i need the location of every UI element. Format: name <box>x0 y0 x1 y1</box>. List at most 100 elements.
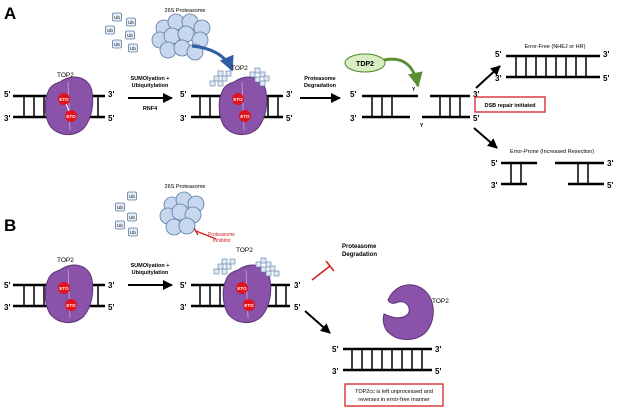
eto-drug <box>58 282 77 311</box>
dsb-repair-label: DSB repair initiated <box>484 103 535 109</box>
eto-label: ETO <box>237 286 247 291</box>
five-prime-label: 5' <box>607 181 613 190</box>
top2-protein <box>222 264 272 323</box>
ub-label: Ub <box>130 46 136 51</box>
five-prime-label: 5' <box>603 74 609 83</box>
three-prime-label: 3' <box>603 50 609 59</box>
ub-label: Ub <box>114 15 120 20</box>
five-prime-label: 5' <box>473 114 479 123</box>
five-prime-label: 5' <box>180 281 186 290</box>
three-prime-label: 3' <box>180 114 186 123</box>
error-prone-dna: 5' 3' 3' 5' <box>491 159 613 190</box>
eto-drug <box>236 282 255 311</box>
step-label: Proteasome <box>304 76 336 82</box>
panel-b-label: B <box>4 216 16 235</box>
ubiquitin-cluster: Ub Ub Ub Ub Ub <box>115 191 138 237</box>
three-prime-label: 3' <box>435 345 441 354</box>
top2-protein <box>218 76 268 135</box>
five-prime-label: 5' <box>350 90 356 99</box>
three-prime-label: 3' <box>294 281 300 290</box>
five-prime-label: 5' <box>286 114 292 123</box>
ub-label: Ub <box>129 194 135 199</box>
eto-label: ETO <box>240 114 250 119</box>
top2-label: TOP2 <box>231 65 248 72</box>
panel-b-dna-2: 5' 3' 3' 5' <box>180 281 300 312</box>
three-prime-label: 3' <box>473 90 479 99</box>
three-prime-label: 3' <box>495 74 501 83</box>
degradation-label: Proteasome <box>342 244 377 250</box>
error-prone-arrow <box>473 127 498 149</box>
inhibitor-label: Proteasome <box>208 232 235 238</box>
step-label: SUMOlyation + <box>131 76 170 82</box>
three-prime-label: 3' <box>286 90 292 99</box>
step-label: Ubiquitylation <box>132 270 169 276</box>
proteasome-recruit-arrow <box>191 44 234 72</box>
error-free-dna: 5' 3' 3' 5' <box>495 50 609 83</box>
top2-protein <box>44 76 94 135</box>
five-prime-label: 5' <box>180 90 186 99</box>
five-prime-label: 5' <box>435 367 441 376</box>
five-prime-label: 5' <box>108 114 114 123</box>
degradation-label: Degradation <box>342 252 377 258</box>
ub-label: Ub <box>129 215 135 220</box>
top2-protein <box>44 264 94 323</box>
proteasome-label: 26S Proteasome <box>165 184 206 190</box>
three-prime-label: 3' <box>491 181 497 190</box>
eto-label: ETO <box>244 303 254 308</box>
three-prime-label: 3' <box>4 114 10 123</box>
three-prime-label: 3' <box>350 114 356 123</box>
eto-label: ETO <box>59 97 69 102</box>
inhibitor-label: Inhibitor <box>213 238 231 244</box>
process-arrow <box>304 310 331 334</box>
ub-label: Ub <box>117 205 123 210</box>
tdp2-label: TDP2 <box>356 61 374 68</box>
eto-label: ETO <box>233 97 243 102</box>
five-prime-label: 5' <box>294 303 300 312</box>
ub-label: Ub <box>128 20 134 25</box>
step-label: SUMOlyation + <box>131 263 170 269</box>
five-prime-label: 5' <box>495 50 501 59</box>
panel-a-dna-broken: 5' 3' 3' 5' Y Y <box>350 87 479 129</box>
top2-label: TOP2 <box>57 72 74 79</box>
blocked-degradation-tbar <box>311 260 335 281</box>
proteasome-label: 26S Proteasome <box>165 8 206 14</box>
three-prime-label: 3' <box>108 90 114 99</box>
five-prime-label: 5' <box>108 303 114 312</box>
three-prime-label: 3' <box>4 303 10 312</box>
proteasome-26s <box>159 191 205 236</box>
error-prone-label: Error-Prone (Increased Resection) <box>510 149 594 155</box>
ub-label: Ub <box>130 230 136 235</box>
panel-a-label: A <box>4 4 16 23</box>
ub-label: Ub <box>107 28 113 33</box>
ub-label: Ub <box>127 33 133 38</box>
eto-label: ETO <box>66 303 76 308</box>
tyrosine-label: Y <box>412 87 416 93</box>
proteasome-26s <box>151 13 211 61</box>
ub-label: Ub <box>117 223 123 228</box>
eto-drug <box>58 93 77 122</box>
result-label: TOP2cc is left unprocessed and <box>355 389 433 395</box>
inhibitor-tbar <box>193 227 217 240</box>
ub-label: Ub <box>114 42 120 47</box>
eto-label: ETO <box>59 286 69 291</box>
three-prime-label: 3' <box>108 281 114 290</box>
result-label: reverses in error-free manner <box>358 397 430 403</box>
eto-label: ETO <box>66 114 76 119</box>
tyrosine-label: Y <box>420 123 424 129</box>
panel-b-dna-intact: 5' 3' 3' 5' <box>332 345 441 376</box>
top2-label: TOP2 <box>432 298 449 305</box>
ubiquitin-cluster: Ub Ub Ub Ub Ub Ub <box>105 12 138 53</box>
top2-label: TOP2 <box>236 247 253 254</box>
tdp2-action-arrow <box>383 57 423 88</box>
released-top2-protein <box>382 284 434 340</box>
five-prime-label: 5' <box>332 345 338 354</box>
tdp2-enzyme <box>344 53 386 73</box>
five-prime-label: 5' <box>4 281 10 290</box>
three-prime-label: 3' <box>607 159 613 168</box>
dsb-repair-box <box>474 96 546 113</box>
step-label: Degradation <box>304 83 337 89</box>
five-prime-label: 5' <box>4 90 10 99</box>
result-box <box>344 383 444 407</box>
